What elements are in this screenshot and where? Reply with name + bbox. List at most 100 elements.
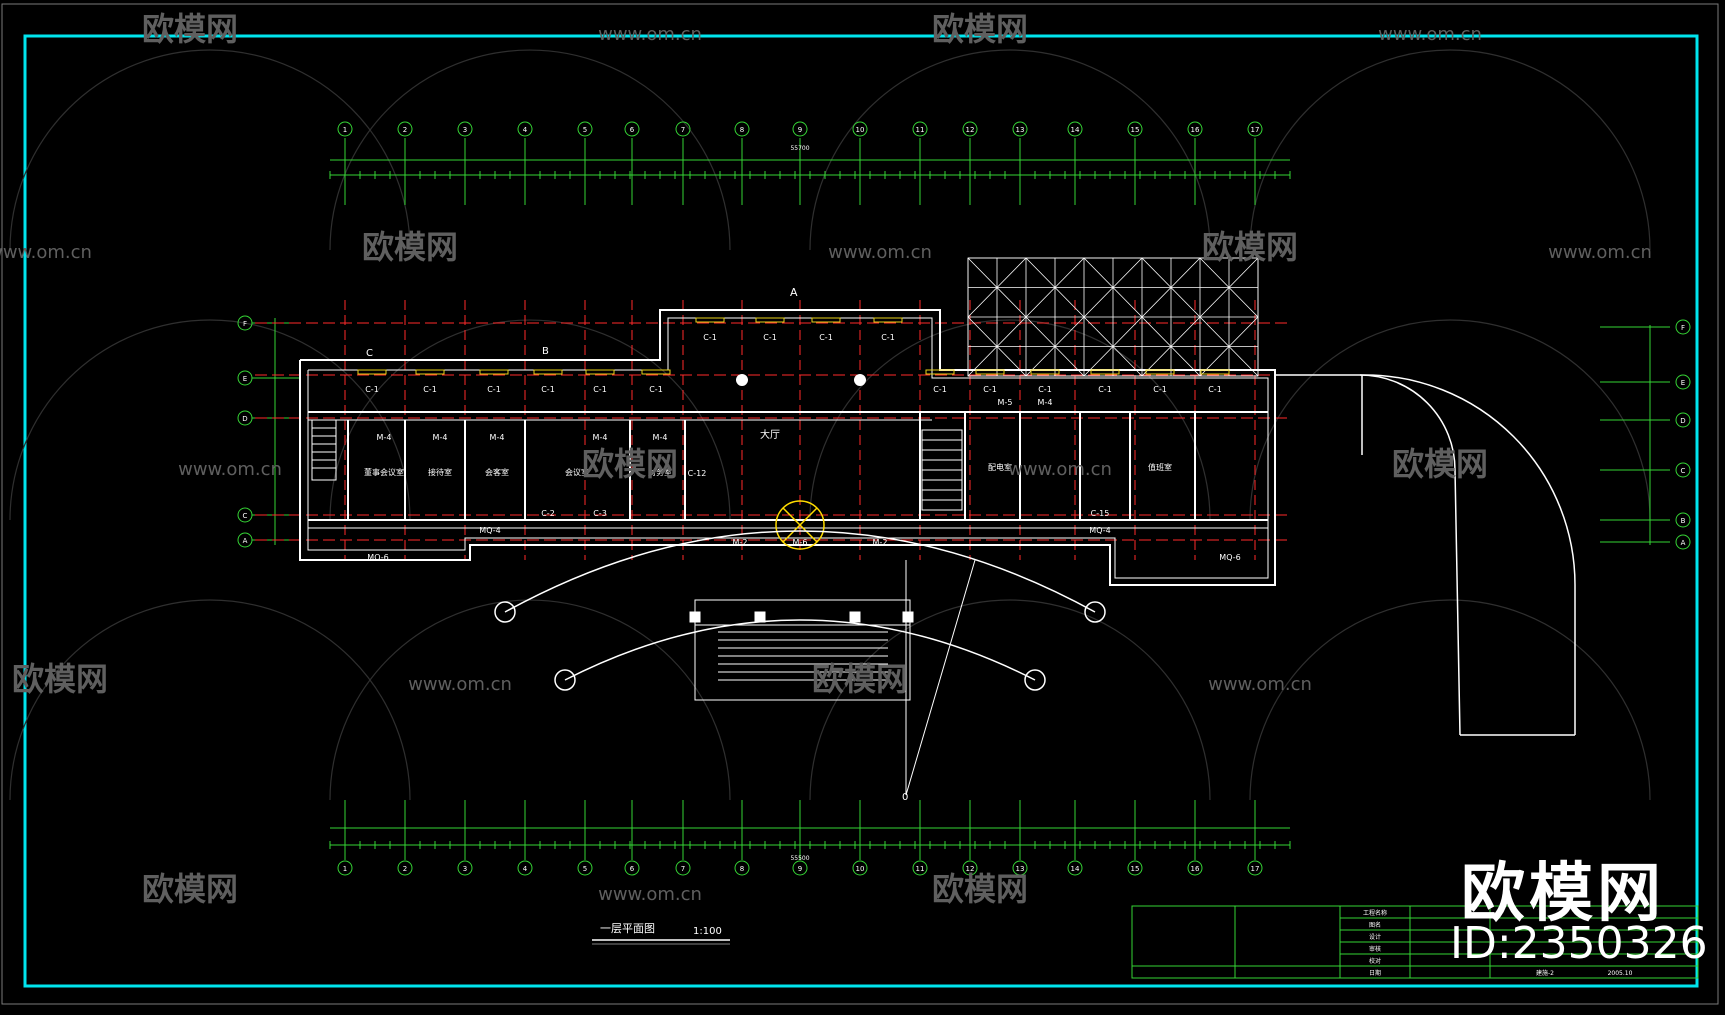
revolving-door <box>775 500 825 550</box>
axis-label-top: 14 <box>1071 126 1080 134</box>
axis-label-bottom: 11 <box>916 865 925 873</box>
window-symbol <box>533 369 563 375</box>
window-symbol <box>1030 369 1060 375</box>
axis-bubble-top <box>397 121 413 137</box>
axis-bubble-bottom <box>1012 860 1028 876</box>
watermark-brand-text: 欧模网 <box>1392 445 1488 483</box>
room-name: 董事会议室 <box>364 467 404 477</box>
door-label: MQ-6 <box>367 553 388 562</box>
window-symbol <box>1090 369 1120 375</box>
window-label: C-1 <box>487 385 501 394</box>
axis-label-bottom: 4 <box>523 865 528 873</box>
axis-label-bottom: 6 <box>630 865 635 873</box>
window-symbol <box>925 369 955 375</box>
axis-label-bottom: 15 <box>1131 865 1140 873</box>
axis-label-bottom: 2 <box>403 865 407 873</box>
door-label: MQ-4 <box>479 526 500 535</box>
door-label: M-2 <box>873 538 888 547</box>
axis-label-top: 15 <box>1131 126 1140 134</box>
row-label-right: C <box>1681 467 1686 475</box>
row-bubble-right <box>1675 374 1691 390</box>
section-lines <box>905 559 976 796</box>
window-symbol <box>479 369 509 375</box>
row-label-left: A <box>243 537 248 545</box>
row-label-right: B <box>1681 517 1686 525</box>
axis-bubble-bottom <box>962 860 978 876</box>
row-bubble-left <box>237 532 253 548</box>
watermark-brand-text: 欧模网 <box>12 660 108 698</box>
door-label: M-6 <box>793 538 808 547</box>
door-label: M-5 <box>998 398 1013 407</box>
watermark-url-text: www.om.cn <box>828 242 932 263</box>
watermark-url-text: www.om.cn <box>598 24 702 45</box>
axis-bubble-top <box>852 121 868 137</box>
axis-bubble-bottom <box>912 860 928 876</box>
title-block-field: 图名 <box>1369 921 1381 929</box>
watermark-url-text: www.om.cn <box>408 674 512 695</box>
entrance-canopy <box>494 530 1106 691</box>
axis-bubble-bottom <box>1247 860 1263 876</box>
drawing-frame <box>23 34 1699 988</box>
window-symbol <box>873 317 903 323</box>
window-label: C-1 <box>881 333 895 342</box>
row-bubble-left <box>237 315 253 331</box>
window-label: C-1 <box>541 385 555 394</box>
axis-label-bottom: 5 <box>583 865 587 873</box>
outer-frame <box>1 3 1719 1005</box>
section-mark-c: C <box>366 348 373 359</box>
row-bubble-right <box>1675 512 1691 528</box>
door-label: M-4 <box>433 433 448 442</box>
row-label-right: A <box>1681 539 1686 547</box>
axis-bubble-bottom <box>577 860 593 876</box>
axis-label-top: 12 <box>966 126 975 134</box>
axis-bubble-bottom <box>792 860 808 876</box>
window-symbol <box>641 369 671 375</box>
axis-grid <box>255 300 1290 560</box>
watermark-brand-text: 欧模网 <box>142 870 238 908</box>
skylight-brace <box>1141 316 1201 377</box>
skylight-brace <box>1199 316 1259 377</box>
watermark-arc <box>1249 599 1651 801</box>
axis-label-top: 5 <box>583 126 587 134</box>
title-block-field: 设计 <box>1369 933 1381 941</box>
window-label: C-1 <box>649 385 663 394</box>
entrance-steps <box>689 599 914 701</box>
watermark-arc <box>809 49 1211 251</box>
window-label: C-1 <box>703 333 717 342</box>
axis-label-bottom: 12 <box>966 865 975 873</box>
room-name: 配电室 <box>988 462 1012 472</box>
row-bubble-left <box>237 507 253 523</box>
staircase-left <box>311 419 337 481</box>
section-mark-top: A <box>790 286 798 299</box>
title-block-field: 校对 <box>1369 957 1381 965</box>
axis-bubble-top <box>517 121 533 137</box>
title-block-field: 审核 <box>1369 945 1381 953</box>
axis-label-bottom: 3 <box>463 865 467 873</box>
axis-label-bottom: 10 <box>856 865 865 873</box>
room-name: 财务室 <box>648 467 672 477</box>
axis-bubble-top <box>1067 121 1083 137</box>
axis-label-top: 16 <box>1191 126 1200 134</box>
brand-watermark: 欧模网 <box>1461 857 1665 931</box>
watermark-url-text: www.om.cn <box>1378 24 1482 45</box>
axis-bubble-top <box>792 121 808 137</box>
door-label: M-4 <box>490 433 505 442</box>
door-label: M-4 <box>653 433 668 442</box>
door-label: M-2 <box>733 538 748 547</box>
axis-label-top: 11 <box>916 126 925 134</box>
skylight-brace <box>967 316 1027 377</box>
axis-label-top: 2 <box>403 126 407 134</box>
window-symbol <box>695 317 725 323</box>
axis-bubble-top <box>624 121 640 137</box>
skylight-brace <box>1083 257 1143 318</box>
door-label: C-3 <box>593 509 607 518</box>
window-label: C-1 <box>763 333 777 342</box>
axis-bubble-top <box>1187 121 1203 137</box>
title-block-sheet: 建施-2 <box>1536 969 1554 977</box>
window-label: C-1 <box>423 385 437 394</box>
skylight-brace <box>1141 257 1201 318</box>
axis-label-top: 7 <box>681 126 685 134</box>
axis-label-top: 3 <box>463 126 467 134</box>
